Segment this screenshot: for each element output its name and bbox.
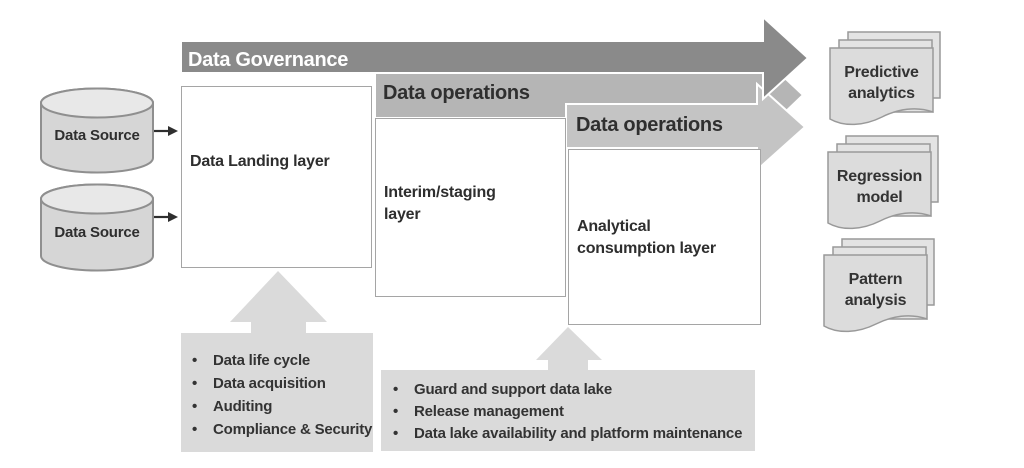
- data-governance-arrow: [180, 14, 810, 102]
- callout-item: Compliance & Security: [192, 418, 373, 441]
- governance-callout-list: Data life cycle Data acquisition Auditin…: [192, 349, 373, 441]
- database-cylinder-icon: [40, 87, 154, 174]
- analytical-consumption-layer-box: Analytical consumption layer: [568, 149, 761, 325]
- data-landing-layer-box: Data Landing layer: [181, 86, 372, 268]
- document-stack-icon: [827, 135, 939, 230]
- callout-up-arrow: [230, 271, 327, 344]
- pattern-analysis-label: Pattern analysis: [844, 271, 907, 309]
- data-operations-arrow-2: [565, 81, 807, 173]
- document-stack-icon: [829, 31, 941, 126]
- data-landing-layer-label: Data Landing layer: [190, 153, 330, 170]
- banner-data-governance-label: Data Governance: [188, 49, 349, 71]
- callout-up-arrow: [536, 327, 602, 373]
- operations-callout-list: Guard and support data lake Release mana…: [393, 379, 755, 445]
- callout-item: Release management: [393, 401, 755, 423]
- callout-item: Auditing: [192, 395, 373, 418]
- callout-item: Data acquisition: [192, 372, 373, 395]
- callout-item: Data lake availability and platform main…: [393, 423, 755, 445]
- interim-staging-layer-label: Interim/staging layer: [384, 184, 496, 223]
- database-cylinder-icon: [40, 183, 154, 272]
- operations-callout-box: Guard and support data lake Release mana…: [381, 370, 755, 451]
- predictive-analytics-label: Predictive analytics: [844, 64, 919, 102]
- callout-item: Data life cycle: [192, 349, 373, 372]
- interim-staging-layer-box: Interim/staging layer: [375, 118, 566, 297]
- governance-callout-box: Data life cycle Data acquisition Auditin…: [181, 333, 373, 452]
- analytical-consumption-layer-label: Analytical consumption layer: [577, 218, 716, 257]
- flow-arrow-icon: [154, 126, 178, 136]
- data-source-label: Data Source: [54, 224, 140, 241]
- banner-data-operations-label: Data operations: [576, 114, 723, 136]
- data-source-label: Data Source: [54, 127, 140, 144]
- callout-item: Guard and support data lake: [393, 379, 755, 401]
- banner-data-operations-label: Data operations: [383, 82, 530, 104]
- regression-model-label: Regression model: [836, 168, 923, 206]
- flow-arrow-icon: [154, 212, 178, 222]
- document-stack-icon: [823, 238, 935, 333]
